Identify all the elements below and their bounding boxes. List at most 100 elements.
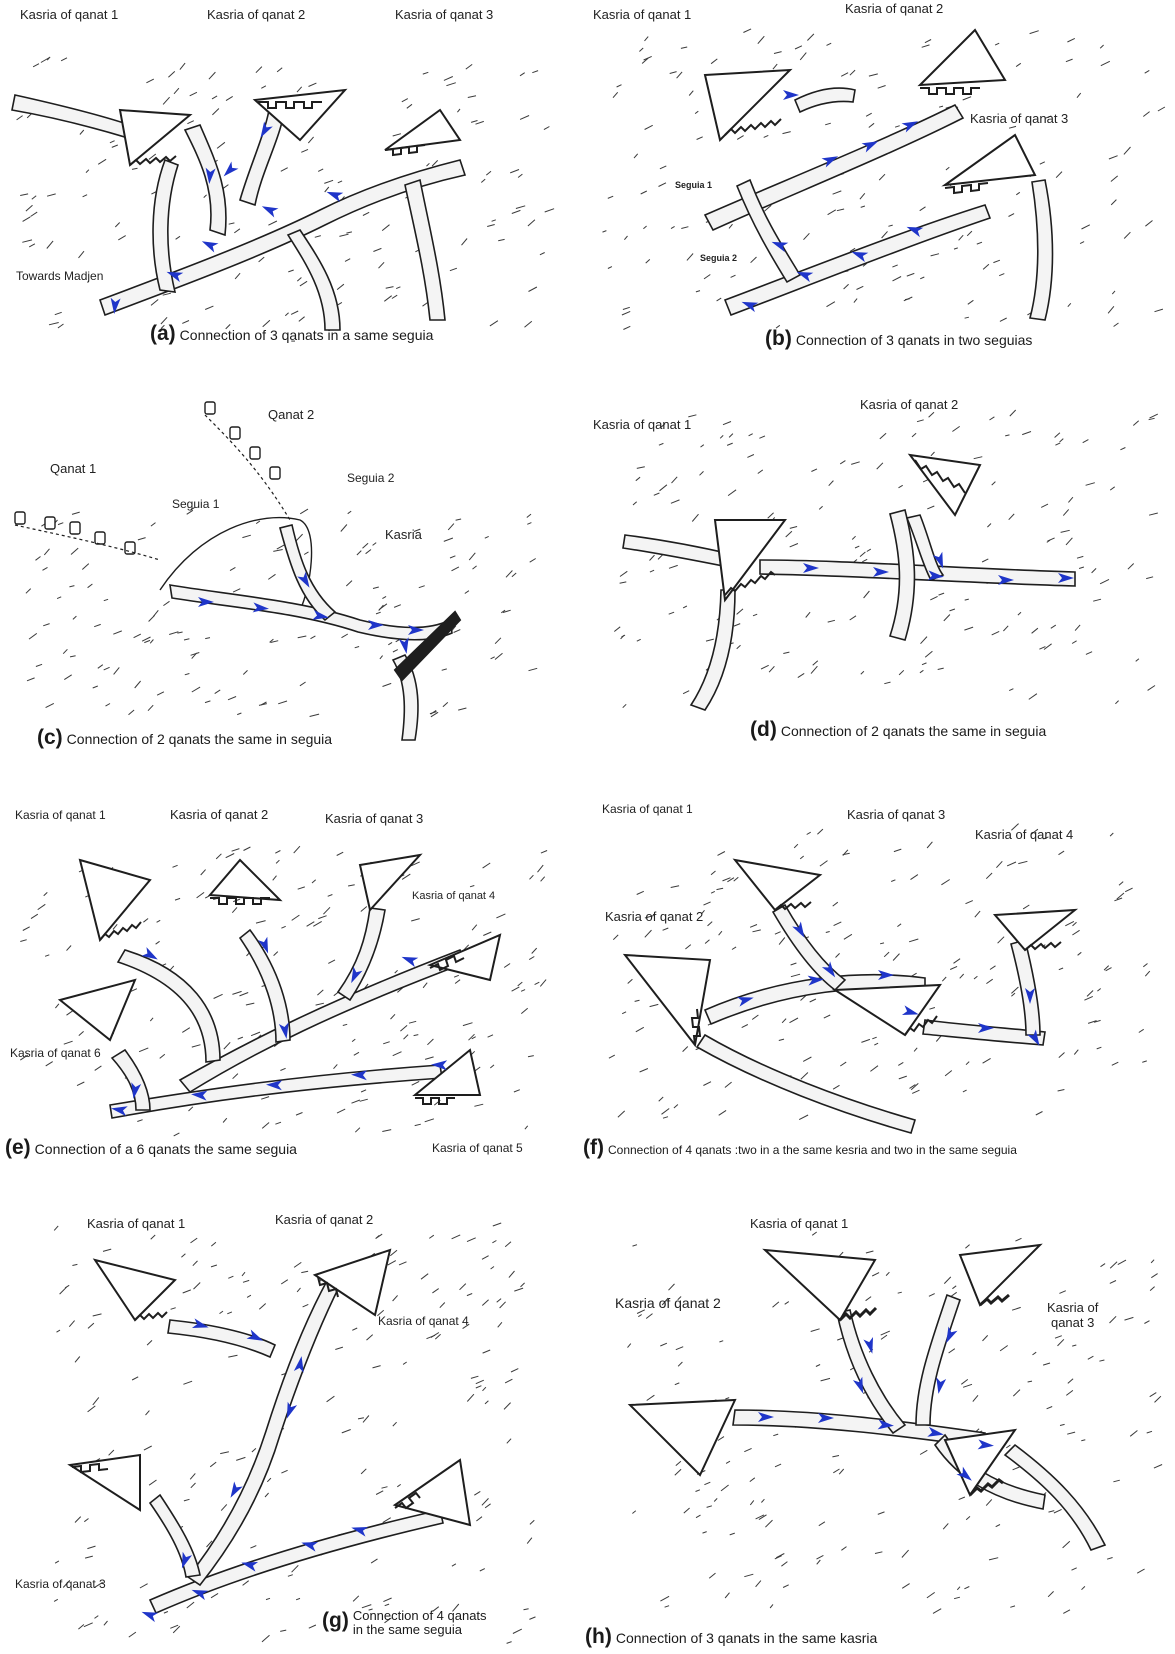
terrain-hatch <box>162 96 170 105</box>
terrain-hatch <box>1022 431 1032 436</box>
kasria-label-qanat-4: Kasria of qanat 4 <box>378 1314 469 1328</box>
terrain-hatch <box>908 938 919 943</box>
terrain-hatch <box>659 484 668 492</box>
terrain-hatch <box>295 533 303 542</box>
terrain-hatch <box>736 644 741 650</box>
terrain-hatch <box>83 1622 93 1628</box>
terrain-hatch <box>81 563 90 570</box>
terrain-hatch <box>695 290 701 293</box>
panel-d-drawing <box>613 409 1159 711</box>
terrain-hatch <box>1154 1395 1162 1403</box>
terrain-hatch <box>627 978 633 984</box>
terrain-hatch <box>926 1591 935 1599</box>
terrain-hatch <box>225 853 235 859</box>
terrain-hatch <box>163 1611 169 1614</box>
terrain-hatch <box>768 665 775 673</box>
terrain-hatch <box>173 87 180 95</box>
terrain-hatch <box>1078 566 1085 569</box>
seguia-channel <box>723 204 992 317</box>
terrain-hatch <box>713 1498 718 1502</box>
terrain-hatch <box>422 71 429 75</box>
terrain-hatch <box>501 609 506 614</box>
terrain-hatch <box>924 39 932 44</box>
terrain-hatch <box>1011 992 1016 997</box>
terrain-hatch <box>816 1554 824 1560</box>
terrain-hatch <box>443 76 454 81</box>
terrain-hatch <box>529 1519 535 1525</box>
terrain-hatch <box>838 1468 845 1475</box>
terrain-hatch <box>510 1368 519 1373</box>
terrain-hatch <box>382 682 392 687</box>
terrain-hatch <box>810 665 818 674</box>
terrain-hatch <box>691 513 699 522</box>
terrain-hatch <box>134 680 141 689</box>
terrain-hatch <box>1081 1586 1086 1591</box>
terrain-hatch <box>183 1380 193 1385</box>
terrain-hatch <box>138 1047 149 1053</box>
terrain-hatch <box>759 435 766 439</box>
terrain-hatch <box>56 1329 61 1333</box>
terrain-hatch <box>62 648 68 655</box>
terrain-hatch <box>275 1121 282 1125</box>
terrain-hatch <box>826 301 836 308</box>
terrain-hatch <box>704 1481 711 1486</box>
terrain-hatch <box>943 1276 952 1284</box>
terrain-hatch <box>496 1298 502 1303</box>
terrain-hatch <box>623 325 631 330</box>
terrain-hatch <box>1053 1508 1062 1514</box>
terrain-hatch <box>190 506 196 511</box>
seguia-2-label: Seguia 2 <box>347 471 395 485</box>
terrain-hatch <box>649 569 655 573</box>
terrain-hatch <box>865 1296 872 1302</box>
kasria-structure <box>627 1243 1043 1498</box>
terrain-hatch <box>903 296 913 302</box>
terrain-hatch <box>1059 1290 1066 1294</box>
terrain-hatch <box>877 85 886 89</box>
terrain-hatch <box>1018 860 1028 865</box>
terrain-hatch <box>382 1517 391 1524</box>
terrain-hatch <box>382 595 387 600</box>
terrain-hatch <box>897 923 902 927</box>
seguia-channel <box>148 1509 444 1615</box>
terrain-hatch <box>111 144 118 148</box>
terrain-hatch <box>1123 146 1131 155</box>
terrain-hatch <box>1136 1568 1145 1574</box>
terrain-hatch <box>883 951 890 958</box>
terrain-hatch <box>695 1489 701 1492</box>
terrain-hatch <box>187 120 195 125</box>
terrain-hatch <box>378 261 385 269</box>
terrain-hatch <box>482 862 491 869</box>
terrain-hatch <box>337 301 343 306</box>
terrain-hatch <box>789 1017 799 1024</box>
terrain-hatch <box>749 1500 755 1506</box>
terrain-hatch <box>497 1321 503 1328</box>
terrain-hatch <box>953 247 958 250</box>
terrain-hatch <box>1099 44 1104 49</box>
terrain-hatch <box>216 141 226 149</box>
terrain-hatch <box>458 707 467 711</box>
caption-c: (c)Connection of 2 qanats the same in se… <box>37 726 332 750</box>
terrain-hatch <box>782 131 791 135</box>
terrain-hatch <box>706 1505 713 1508</box>
kasria-label-qanat-4: Kasria of qanat 4 <box>412 890 496 902</box>
terrain-hatch <box>898 669 905 676</box>
terrain-hatch <box>528 286 538 292</box>
terrain-hatch <box>307 136 314 144</box>
terrain-hatch <box>763 134 769 138</box>
terrain-hatch <box>388 641 393 646</box>
terrain-hatch <box>264 1492 269 1498</box>
terrain-hatch <box>255 920 266 924</box>
terrain-hatch <box>1154 308 1164 313</box>
terrain-hatch <box>296 277 302 282</box>
terrain-hatch <box>778 1038 785 1041</box>
terrain-hatch <box>225 95 233 102</box>
kasria-label-qanat-3: Kasria of qanat 3 <box>847 807 946 822</box>
terrain-hatch <box>186 509 194 515</box>
terrain-hatch <box>868 122 875 128</box>
terrain-hatch <box>744 1447 752 1453</box>
terrain-hatch <box>769 1604 774 1609</box>
terrain-hatch <box>888 224 893 227</box>
well-shaft-icon <box>229 426 241 440</box>
terrain-hatch <box>688 90 694 96</box>
terrain-hatch <box>236 1456 246 1461</box>
